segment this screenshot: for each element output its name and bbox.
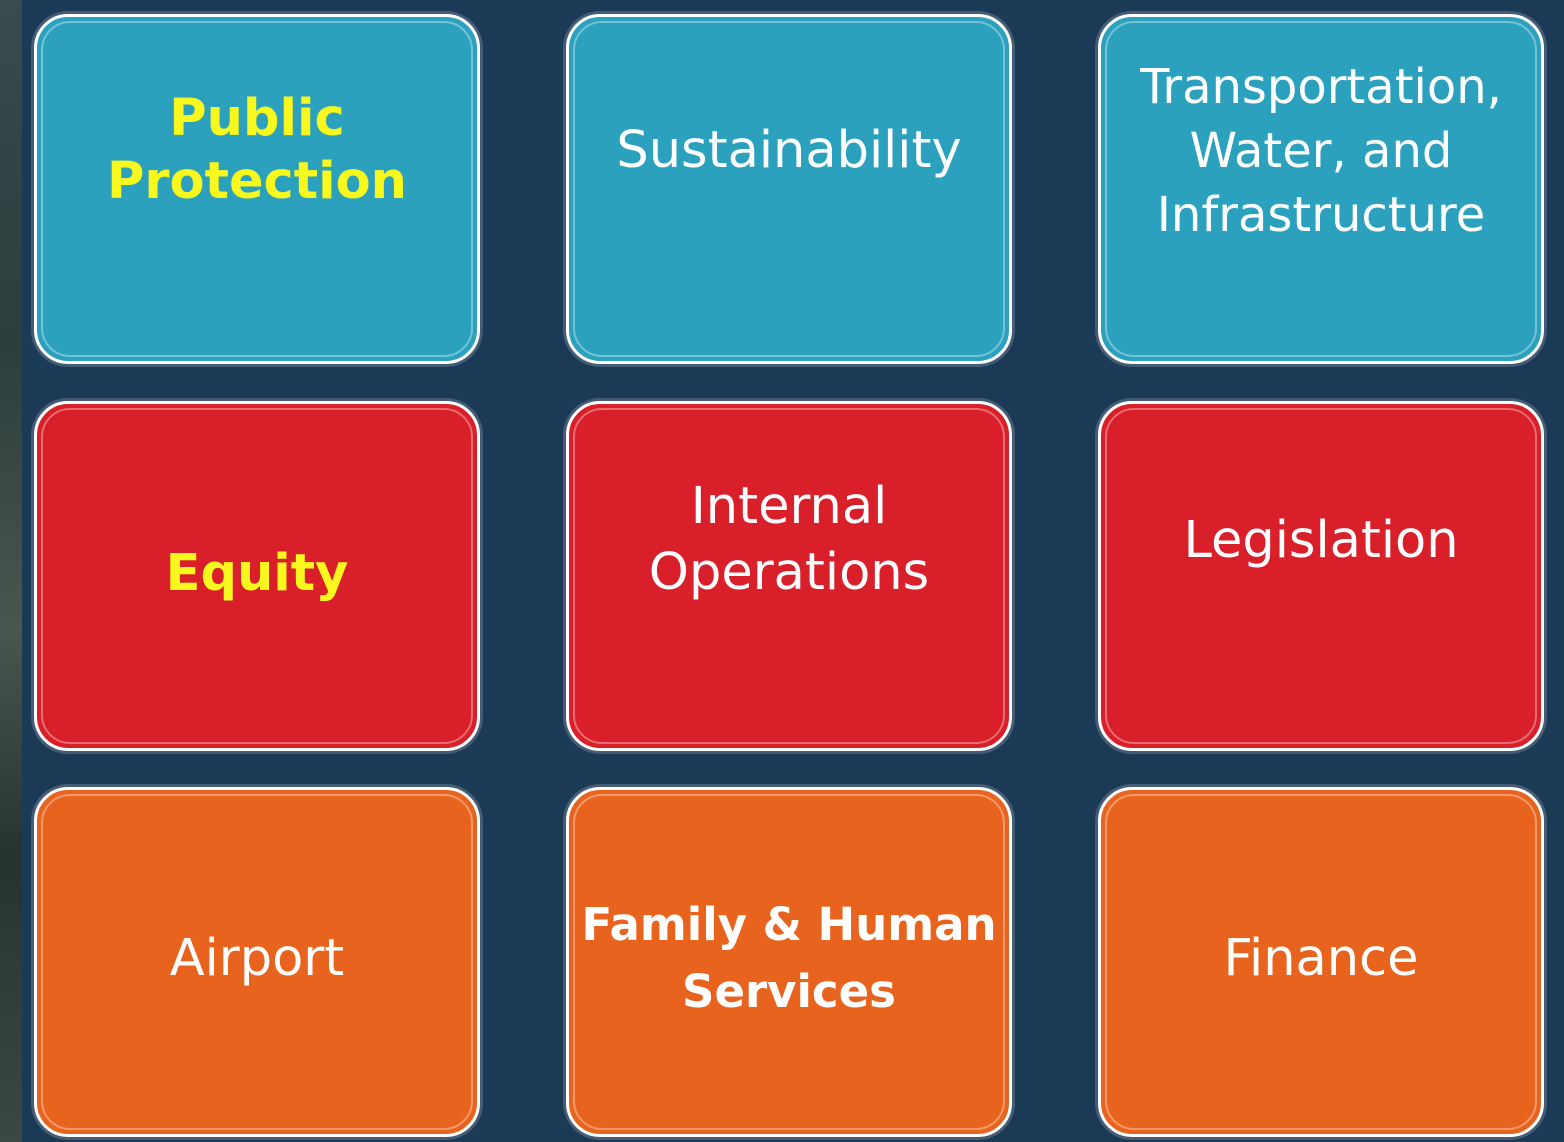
tile-public-protection: Public Protection <box>34 14 480 364</box>
tile-label: Equity <box>165 543 349 603</box>
tile-label: Public Protection <box>107 89 407 211</box>
tile-finance: Finance <box>1098 787 1544 1137</box>
tile-label: Internal Operations <box>648 476 930 602</box>
background-photo-strip <box>0 0 22 1142</box>
tile-label: Family & Human Services <box>581 897 997 1019</box>
tile-sustainability: Sustainability <box>566 14 1012 364</box>
tile-equity: Equity <box>34 401 480 751</box>
tile-label: Legislation <box>1183 510 1459 570</box>
tile-label: Finance <box>1223 928 1419 988</box>
tile-family-human-services: Family & Human Services <box>566 787 1012 1137</box>
tile-legislation: Legislation <box>1098 401 1544 751</box>
tile-internal-operations: Internal Operations <box>566 401 1012 751</box>
tile-label: Transportation, Water, and Infrastructur… <box>1140 59 1502 243</box>
tile-label: Sustainability <box>616 120 962 180</box>
tile-transportation-water-infrastructure: Transportation, Water, and Infrastructur… <box>1098 14 1544 364</box>
tile-label: Airport <box>169 928 345 988</box>
tile-airport: Airport <box>34 787 480 1137</box>
